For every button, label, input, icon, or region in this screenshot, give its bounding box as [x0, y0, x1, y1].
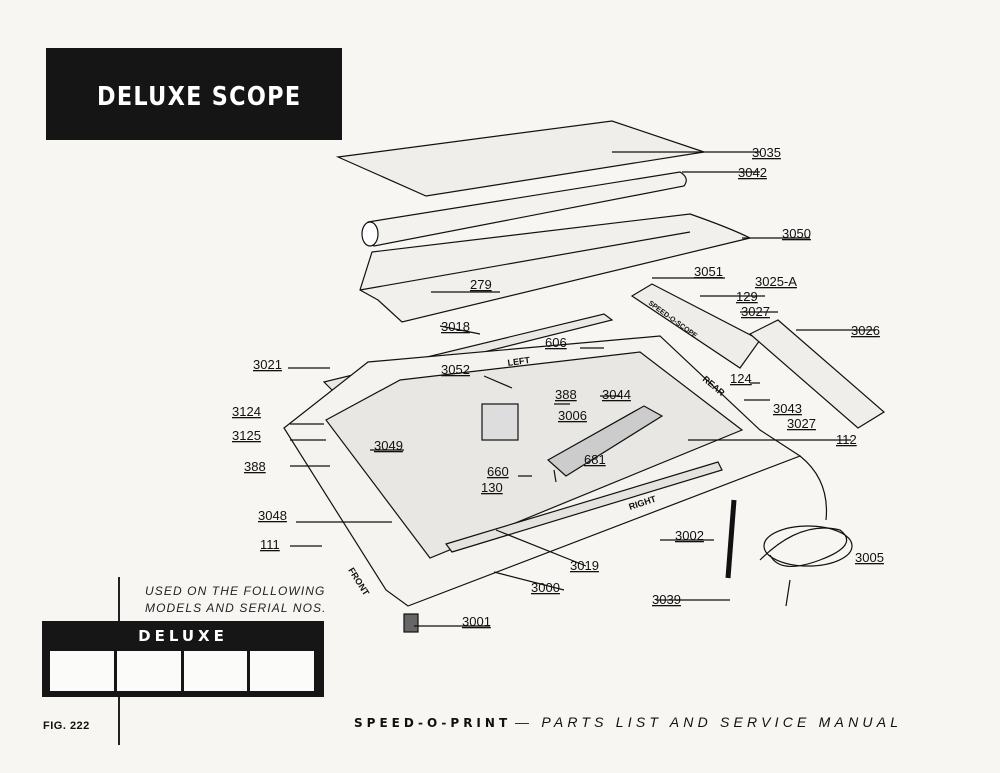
- model-serial-box: DELUXE: [42, 621, 324, 697]
- callout-606: 606: [545, 335, 567, 350]
- arm: [546, 405, 664, 477]
- callout-3002: 3002: [675, 528, 704, 543]
- callout-3025a: 3025-A: [755, 274, 797, 289]
- footer-subtitle: — PARTS LIST AND SERVICE MANUAL: [515, 714, 903, 730]
- callout-3027-b: 3027: [787, 416, 816, 431]
- footer-brand: SPEED-O-PRINT: [354, 716, 512, 730]
- callout-3124: 3124: [232, 404, 261, 419]
- models-note: USED ON THE FOLLOWING MODELS AND SERIAL …: [145, 583, 327, 617]
- callout-3049: 3049: [374, 438, 403, 453]
- page-title: DELUXE SCOPE: [97, 82, 302, 112]
- callout-3001: 3001: [462, 614, 491, 629]
- callout-112: 112: [836, 432, 857, 447]
- power-cord: [759, 455, 848, 607]
- callout-3044: 3044: [602, 387, 631, 402]
- callout-124: 124: [730, 371, 752, 386]
- callout-3042: 3042: [738, 165, 767, 180]
- callout-681: 681: [584, 452, 606, 467]
- callout-3048: 3048: [258, 508, 287, 523]
- callout-3026: 3026: [851, 323, 880, 338]
- callout-111: 111: [260, 537, 280, 552]
- title-banner: DELUXE SCOPE: [46, 48, 342, 140]
- callout-3050: 3050: [782, 226, 811, 241]
- callout-279: 279: [470, 277, 492, 292]
- callout-3000: 3000: [531, 580, 560, 595]
- callout-129: 129: [736, 289, 758, 304]
- reflector: [359, 213, 752, 323]
- callout-3019: 3019: [570, 558, 599, 573]
- callout-388-a: 388: [555, 387, 577, 402]
- callout-3052: 3052: [441, 362, 470, 377]
- callout-3051: 3051: [694, 264, 723, 279]
- left-marking: LEFT: [507, 355, 531, 368]
- callout-3006: 3006: [558, 408, 587, 423]
- callout-3043: 3043: [773, 401, 802, 416]
- right-ruler: [445, 461, 723, 553]
- manual-footer: SPEED-O-PRINT — PARTS LIST AND SERVICE M…: [354, 714, 902, 730]
- callout-3005: 3005: [855, 550, 884, 565]
- front-marking: FRONT: [346, 566, 371, 598]
- models-note-line-1: USED ON THE FOLLOWING: [145, 584, 326, 598]
- serial-cell: [117, 651, 184, 691]
- callout-3035: 3035: [752, 145, 781, 160]
- serial-cell: [184, 651, 251, 691]
- callout-3125: 3125: [232, 428, 261, 443]
- ballast: [481, 403, 519, 441]
- callout-3039: 3039: [652, 592, 681, 607]
- serial-cell: [250, 651, 314, 691]
- serial-cell: [50, 651, 117, 691]
- callout-3027-a: 3027: [741, 304, 770, 319]
- figure-number: FIG. 222: [43, 720, 90, 732]
- side-panel: [748, 319, 886, 429]
- callout-3021: 3021: [253, 357, 282, 372]
- callout-3018: 3018: [441, 319, 470, 334]
- serial-cells: [50, 651, 314, 691]
- models-note-line-2: MODELS AND SERIAL NOS.: [145, 601, 327, 615]
- callout-660: 660: [487, 464, 509, 479]
- callout-130: 130: [481, 480, 503, 495]
- callout-388-b: 388: [244, 459, 266, 474]
- model-label: DELUXE: [138, 627, 228, 645]
